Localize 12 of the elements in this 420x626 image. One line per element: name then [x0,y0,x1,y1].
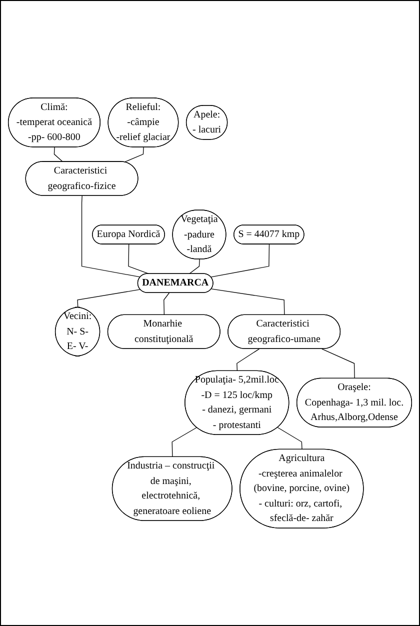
connector [210,244,270,278]
connector [124,146,144,162]
connector [77,289,141,308]
connector [322,348,355,379]
connector [164,292,170,316]
connector [211,288,285,316]
connector [172,427,198,458]
connector [54,146,64,162]
connector [81,195,141,278]
connector [236,348,260,372]
connector [188,258,200,274]
connector [277,427,302,450]
